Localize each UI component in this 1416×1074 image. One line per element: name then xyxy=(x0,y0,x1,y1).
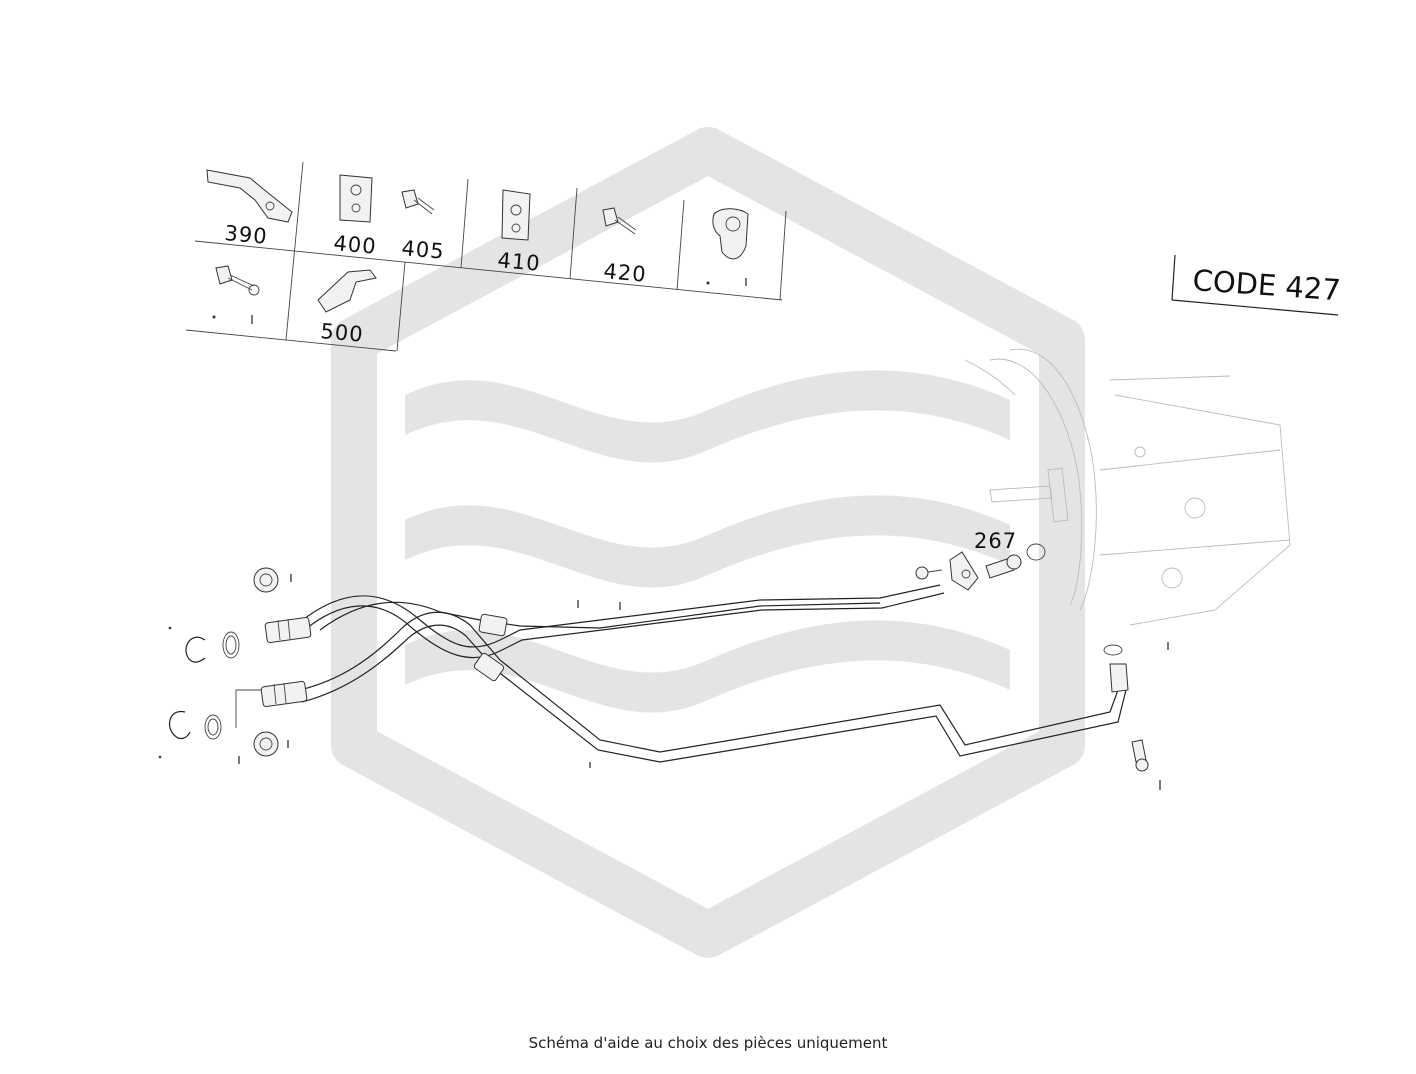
bracket-410-icon xyxy=(501,189,531,241)
bolt-420-icon xyxy=(602,207,637,235)
nut-upper-icon xyxy=(253,567,279,593)
clip-icon xyxy=(706,208,749,286)
watermark-logo xyxy=(331,127,1085,958)
callout-390: 390 xyxy=(224,221,269,249)
parts-table xyxy=(185,161,787,352)
bolt-267a-icon xyxy=(915,566,943,580)
caption: Schéma d'aide au choix des pièces unique… xyxy=(528,1034,888,1052)
callout-410: 410 xyxy=(497,248,542,276)
code-box: CODE 427 xyxy=(1171,254,1342,316)
callout-400: 400 xyxy=(333,231,378,259)
fitting-mid-upper xyxy=(478,613,508,637)
bolt-405-icon xyxy=(401,189,435,215)
o-ring-upper-icon xyxy=(222,631,240,659)
leader-lines-left xyxy=(158,574,621,768)
circlip-upper-icon xyxy=(185,636,206,663)
bracket-400-icon xyxy=(339,174,373,223)
bolt-icon xyxy=(212,265,260,324)
o-ring-lower-icon xyxy=(204,714,222,740)
bracket-267-icon xyxy=(949,551,979,591)
circlip-lower-icon xyxy=(168,711,191,740)
bolt-lower-right-icon xyxy=(1131,739,1161,790)
fitting-upper-left xyxy=(264,616,312,644)
fitting-mid-lower xyxy=(473,652,505,682)
bracket-500-icon xyxy=(317,269,377,313)
transmission-outline xyxy=(964,348,1291,626)
fitting-lower-left xyxy=(260,680,308,708)
callout-500: 500 xyxy=(320,319,365,347)
fitting-267-icon xyxy=(985,554,1022,579)
nut-lower-icon xyxy=(253,731,279,757)
callout-405: 405 xyxy=(401,236,446,264)
o-ring-267-icon xyxy=(1026,543,1046,561)
callout-267: 267 xyxy=(974,529,1017,553)
callout-420: 420 xyxy=(603,259,648,287)
fitting-lower-right-icon xyxy=(1103,642,1169,693)
cooler-line-lower xyxy=(299,611,1127,763)
code-label: CODE 427 xyxy=(1192,263,1342,307)
bracket-390-icon xyxy=(206,169,293,223)
